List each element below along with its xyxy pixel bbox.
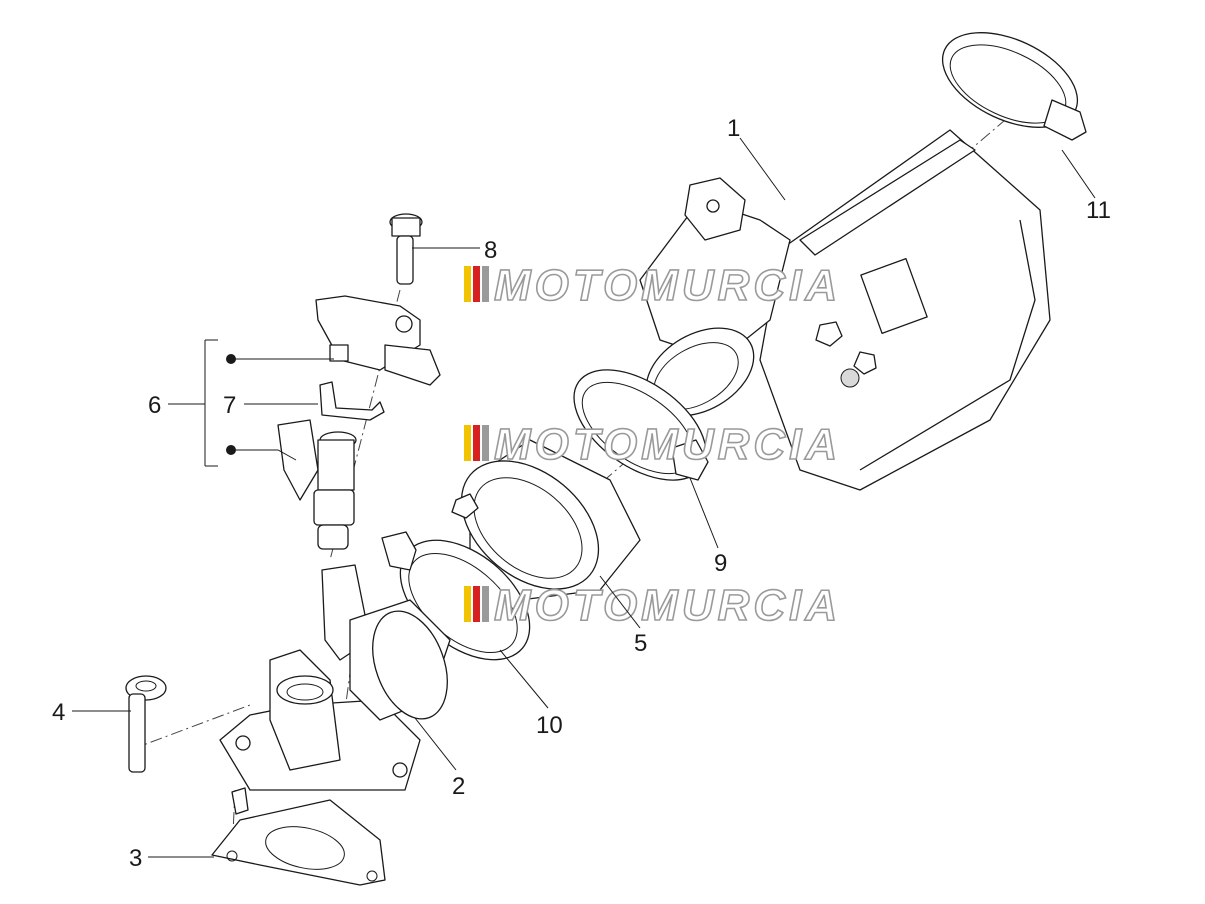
bullet-marker: [226, 445, 236, 455]
watermark-stripe: [473, 425, 480, 461]
callout-3: 3: [129, 845, 142, 872]
watermark-text: MOTOMURCIA: [494, 261, 841, 310]
callout-8: 8: [484, 237, 497, 264]
callout-labels: 1 2 3 4 5 6 7 8 9 10 11: [52, 115, 1111, 872]
part-9-hose-clamp: [573, 369, 709, 481]
watermark-1: MOTOMURCIA: [464, 260, 841, 311]
watermark-stripe: [464, 425, 471, 461]
callout-10: 10: [536, 712, 563, 739]
callout-6: 6: [148, 392, 161, 419]
part-5-intake-sleeve: [451, 439, 641, 601]
watermark-stripe: [464, 266, 471, 302]
watermark-stripe: [473, 266, 480, 302]
watermark-stripe: [482, 586, 489, 622]
watermark-stripe: [464, 586, 471, 622]
part-4-screw: [125, 675, 167, 773]
callout-4: 4: [52, 699, 65, 726]
leader-lines: [72, 137, 1096, 858]
bullet-marker: [226, 354, 236, 364]
callout-5: 5: [634, 630, 647, 657]
callout-9: 9: [714, 550, 727, 577]
part-8-bolt: [389, 213, 423, 285]
callout-2: 2: [452, 773, 465, 800]
part-6-fuel-rail-bracket: [315, 295, 441, 386]
part-3-gasket: [211, 787, 386, 886]
callout-7: 7: [223, 392, 236, 419]
watermark-stripe: [482, 266, 489, 302]
part-1-throttle-body: [639, 129, 1051, 491]
watermark-stripe: [482, 425, 489, 461]
watermark-3: MOTOMURCIA: [464, 580, 841, 631]
watermark-text: MOTOMURCIA: [494, 420, 841, 469]
callout-1: 1: [727, 115, 740, 142]
part-6-injector: [277, 419, 357, 550]
part-11-hose-clamp: [941, 32, 1087, 141]
callout-11: 11: [1086, 197, 1111, 224]
part-7-clip: [319, 381, 385, 421]
watermark-text: MOTOMURCIA: [494, 581, 841, 630]
part-2-manifold: [219, 564, 451, 791]
watermark-stripe: [473, 586, 480, 622]
watermark-2: MOTOMURCIA: [464, 419, 841, 470]
